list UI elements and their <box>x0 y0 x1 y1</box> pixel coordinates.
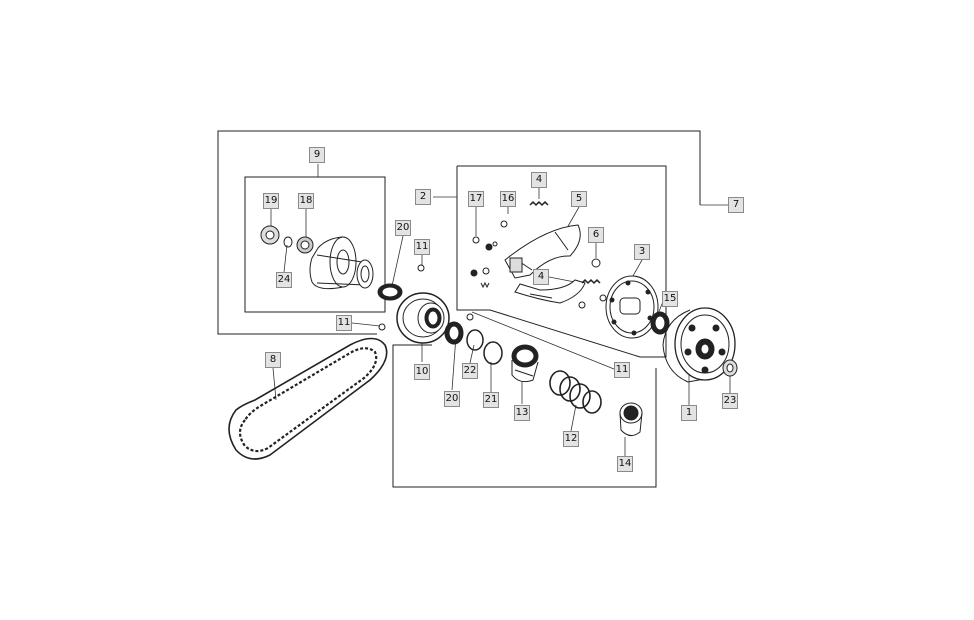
callout-11-upper[interactable]: 11 <box>414 239 430 255</box>
callout-13[interactable]: 13 <box>514 405 530 421</box>
pin-11-lower <box>378 323 386 331</box>
shoe-spring-4-upper <box>529 200 549 207</box>
callout-7[interactable]: 7 <box>728 197 744 213</box>
callout-17[interactable]: 17 <box>468 191 484 207</box>
callout-16[interactable]: 16 <box>500 191 516 207</box>
clutch-shoe-upper <box>504 224 581 279</box>
callout-15[interactable]: 15 <box>662 291 678 307</box>
small-pivot-parts <box>470 220 607 309</box>
callout-8[interactable]: 8 <box>265 352 281 368</box>
o-ring-22 <box>466 329 484 351</box>
sliding-driven-pulley <box>396 292 450 344</box>
callout-24[interactable]: 24 <box>276 272 292 288</box>
callout-4-lower[interactable]: 4 <box>533 269 549 285</box>
callout-9[interactable]: 9 <box>309 147 325 163</box>
callout-11-left[interactable]: 11 <box>336 315 352 331</box>
spring-12 <box>549 370 602 414</box>
pin-11-upper <box>417 264 425 272</box>
callout-6[interactable]: 6 <box>588 227 604 243</box>
callout-20-upper[interactable]: 20 <box>395 220 411 236</box>
group-7-boundary <box>217 130 701 335</box>
leader-lines <box>270 164 731 456</box>
callout-10[interactable]: 10 <box>414 364 430 380</box>
nut-23 <box>722 359 738 377</box>
callout-22[interactable]: 22 <box>462 363 478 379</box>
group-9-box <box>244 176 386 313</box>
callout-11-right[interactable]: 11 <box>614 362 630 378</box>
callout-21[interactable]: 21 <box>483 392 499 408</box>
callout-20-lower[interactable]: 20 <box>444 391 460 407</box>
clutch-drive-plate <box>605 275 659 339</box>
spring-seat-14 <box>619 402 643 436</box>
o-ring-21 <box>483 341 503 365</box>
group-11-frame <box>392 344 657 488</box>
pin-11-mid <box>466 313 474 321</box>
clutch-shoe-lower <box>514 279 586 304</box>
callout-3[interactable]: 3 <box>634 244 650 260</box>
oil-seal-20-lower <box>444 321 464 345</box>
callout-12[interactable]: 12 <box>563 431 579 447</box>
bearing-18 <box>296 236 314 254</box>
callout-18[interactable]: 18 <box>298 193 314 209</box>
callout-19[interactable]: 19 <box>263 193 279 209</box>
oil-seal-20-upper <box>377 283 403 301</box>
callout-14[interactable]: 14 <box>617 456 633 472</box>
drive-belt <box>228 337 388 460</box>
clutch-bell <box>662 307 736 383</box>
callout-5[interactable]: 5 <box>571 191 587 207</box>
seal-15 <box>650 311 670 335</box>
ring-24 <box>283 236 293 248</box>
shoe-spring-4-lower <box>581 278 601 285</box>
guide-collar-13 <box>511 344 539 383</box>
driven-half-pulley <box>309 236 374 290</box>
callout-23[interactable]: 23 <box>722 393 738 409</box>
callout-1[interactable]: 1 <box>681 405 697 421</box>
callout-4-upper[interactable]: 4 <box>531 172 547 188</box>
group-2-boundary <box>456 165 667 358</box>
callout-2[interactable]: 2 <box>415 189 431 205</box>
bearing-19 <box>260 225 280 245</box>
